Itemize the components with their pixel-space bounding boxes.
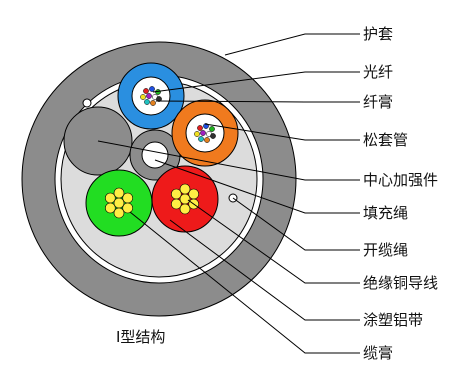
copper-strands-green [105, 187, 133, 219]
diagram-caption: Ⅰ型结构 [116, 328, 165, 346]
loose-tube-orange [171, 99, 239, 167]
label-loose-tube: 松套管 [363, 131, 408, 149]
leader-lines [97, 33, 360, 354]
insulated-copper-wire-red [151, 165, 219, 233]
optical-fibers-blue [140, 86, 162, 106]
copper-strands-red [171, 183, 199, 215]
label-filler-rope: 填充绳 [363, 204, 408, 222]
label-cable-gel: 缆膏 [363, 344, 393, 362]
label-optical-fiber: 光纤 [363, 63, 393, 81]
label-fiber-gel: 纤膏 [363, 93, 393, 111]
rip-cord-left [82, 98, 92, 108]
label-central-strength-member: 中心加强件 [363, 171, 438, 189]
label-sheath: 护套 [363, 25, 393, 43]
loose-tube-blue [117, 62, 185, 130]
optical-fibers-orange [194, 123, 216, 143]
strength-member-core [141, 141, 169, 169]
label-insulated-copper-wire: 绝缘铜导线 [363, 274, 438, 292]
label-rip-cord: 开缆绳 [363, 241, 408, 259]
insulated-copper-wire-green [85, 169, 153, 237]
label-coated-aluminum-tape: 涂塑铝带 [363, 311, 423, 329]
